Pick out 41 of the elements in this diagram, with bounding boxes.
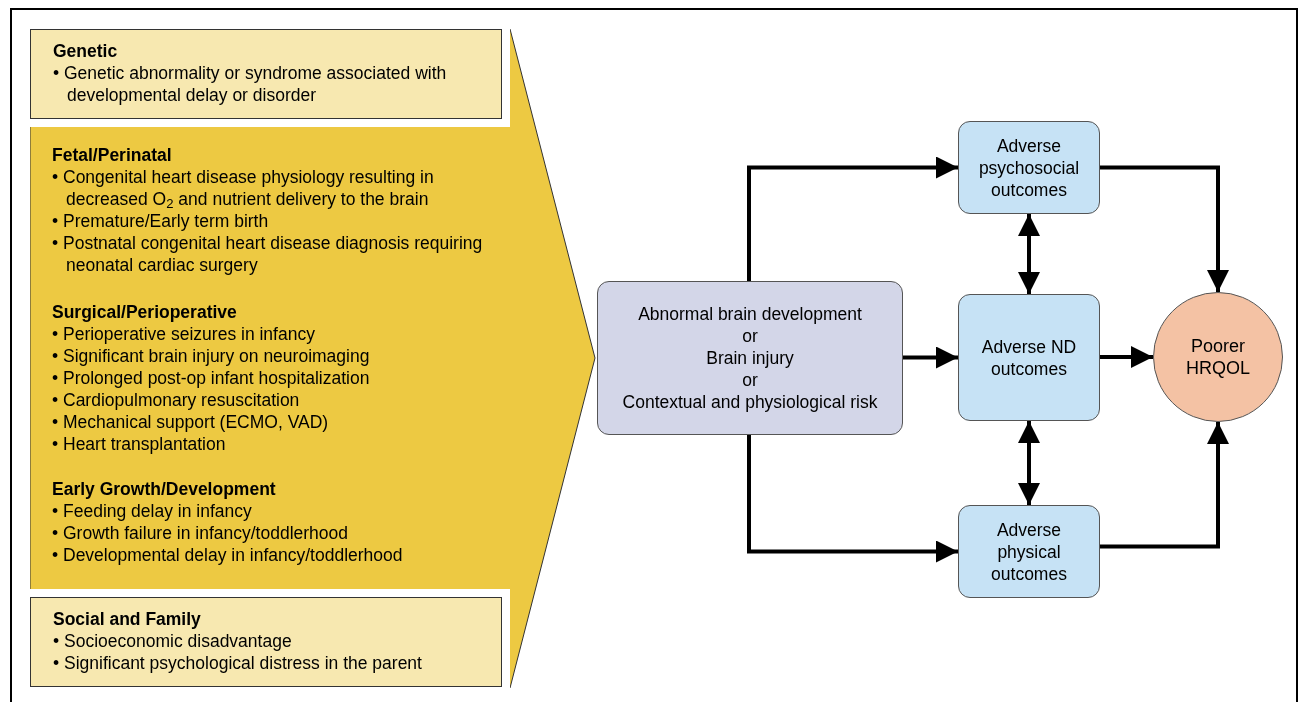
bullet-item: • Heart transplantation [52, 433, 227, 455]
outcome-box [958, 505, 1100, 598]
arrow [1100, 346, 1153, 368]
arrow [1100, 165, 1229, 292]
arrow [1100, 422, 1229, 549]
bullet-item: • Genetic abnormality or syndrome associated with developmental delay or disorder [53, 62, 448, 106]
outcome-box [958, 121, 1100, 214]
bullet-item: • Mechanical support (ECMO, VAD) [52, 411, 330, 433]
section-heading: Early Growth/Development [52, 478, 277, 500]
bullet-item: • Cardiopulmonary resuscitation [52, 389, 301, 411]
section-heading: Social and Family [53, 608, 202, 630]
node-text: Brain injury [706, 347, 794, 369]
arrow [1018, 421, 1040, 505]
node-text: Poorer HRQOL [1185, 335, 1251, 379]
node-text: Adverse ND outcomes [980, 335, 1078, 380]
bullet-item: • Perioperative seizures in infancy [52, 323, 316, 345]
arrow [1018, 214, 1040, 294]
node-text: Contextual and physiological risk [622, 391, 878, 413]
node-text: Adverse physical outcomes [990, 518, 1068, 585]
section-heading: Surgical/Perioperative [52, 301, 238, 323]
bullet-item: • Significant brain injury on neuroimaging [52, 345, 371, 367]
node-text: or [742, 369, 758, 391]
bullet-item: • Postnatal congenital heart disease diagnosis requiring neonatal cardiac surgery [52, 232, 484, 276]
section-heading: Genetic [53, 40, 119, 62]
node-text: Abnormal brain development [638, 303, 862, 325]
bullet-item: • Prolonged post-op infant hospitalization [52, 367, 371, 389]
node-text: Adverse psychosocial outcomes [977, 134, 1081, 201]
bullet-item: • Significant psychological distress in the parent [53, 652, 423, 674]
bullet-item: • Developmental delay in infancy/toddlerhood [52, 544, 404, 566]
section-heading: Fetal/Perinatal [52, 144, 173, 166]
process-box [597, 281, 903, 435]
bullet-item: • Congenital heart disease physiology resulting in decreased O$_{2}$ and nutrient delivery to the brain [52, 166, 435, 210]
arrow [903, 346, 958, 369]
arrow [747, 156, 958, 281]
bullet-item: • Growth failure in infancy/toddlerhood [52, 522, 349, 544]
node-text: or [742, 325, 758, 347]
outcome-box [958, 294, 1100, 421]
bullet-item: • Feeding delay in infancy [52, 500, 253, 522]
bullet-item: • Socioeconomic disadvantage [53, 630, 293, 652]
arrow [747, 435, 958, 563]
bullet-item: • Premature/Early term birth [52, 210, 270, 232]
